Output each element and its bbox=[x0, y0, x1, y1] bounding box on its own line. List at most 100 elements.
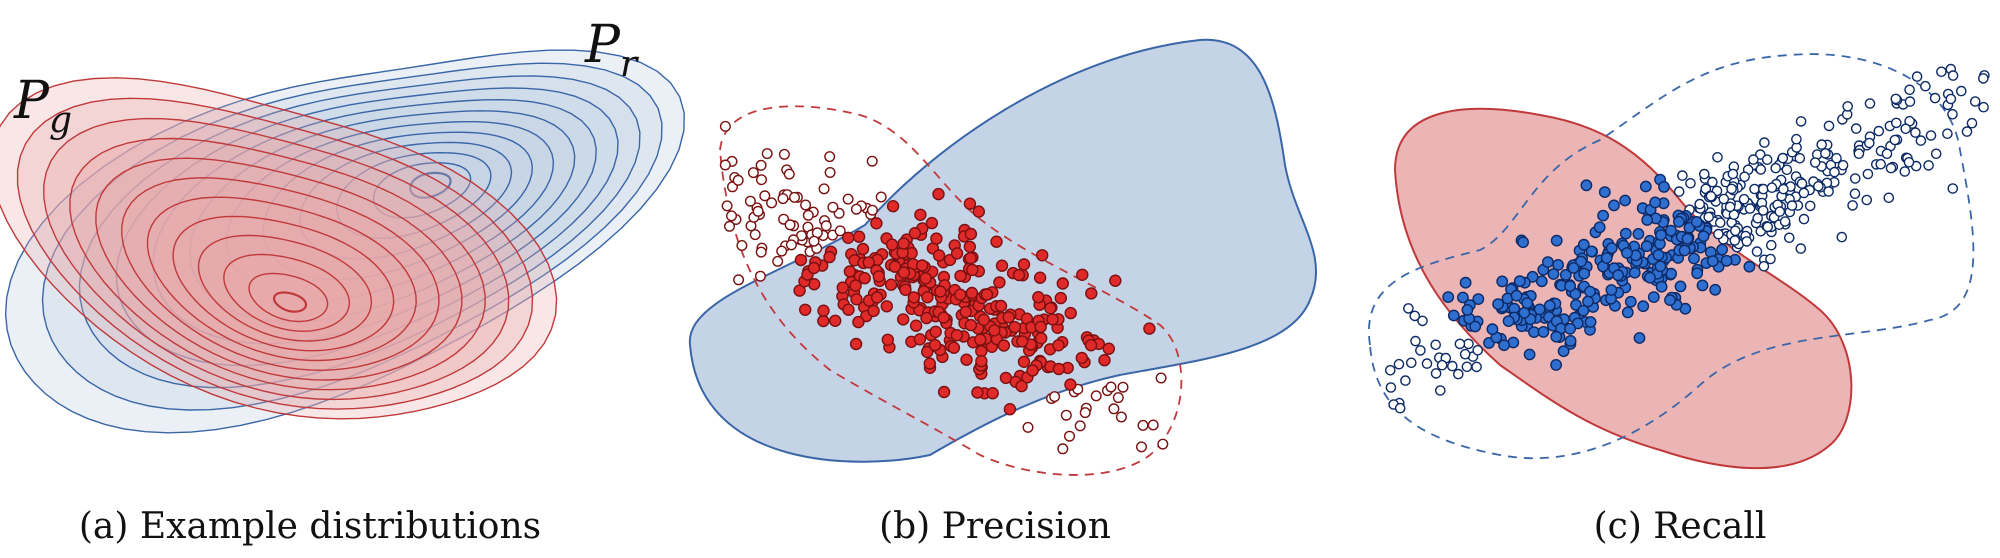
sample-point bbox=[1738, 193, 1750, 205]
sample-point bbox=[1804, 200, 1816, 212]
sample-point bbox=[834, 225, 846, 237]
sample-point bbox=[783, 168, 795, 180]
sample-point bbox=[1008, 320, 1021, 334]
contour-line bbox=[95, 157, 463, 381]
sample-point bbox=[1085, 287, 1098, 300]
sample-point bbox=[1496, 275, 1509, 288]
sample-point bbox=[1052, 362, 1066, 376]
sample-point bbox=[993, 276, 1006, 289]
sample-point bbox=[959, 305, 972, 319]
sample-point bbox=[919, 272, 932, 285]
sample-point bbox=[1823, 186, 1834, 197]
sample-point bbox=[867, 304, 880, 318]
sample-point bbox=[1621, 306, 1634, 319]
sample-point bbox=[1385, 364, 1396, 376]
sample-point bbox=[1726, 183, 1737, 195]
sample-point bbox=[1435, 385, 1446, 396]
sample-point bbox=[1929, 92, 1941, 104]
sample-point bbox=[1619, 227, 1632, 240]
sample-point bbox=[1743, 260, 1756, 273]
sample-point bbox=[1889, 134, 1901, 146]
sample-point bbox=[1758, 260, 1770, 272]
sample-point bbox=[755, 159, 767, 171]
sample-point bbox=[1054, 291, 1068, 305]
sample-point bbox=[724, 220, 736, 232]
sample-point bbox=[909, 319, 923, 332]
sample-point bbox=[1521, 297, 1534, 309]
sample-point bbox=[1674, 280, 1687, 293]
sample-point bbox=[1658, 180, 1670, 193]
sample-point bbox=[1447, 309, 1460, 322]
sample-point bbox=[1492, 298, 1505, 310]
sample-point bbox=[1757, 205, 1769, 216]
sample-point bbox=[852, 230, 866, 243]
sample-point bbox=[1513, 275, 1526, 288]
sample-point bbox=[1688, 252, 1700, 265]
sample-point bbox=[1385, 382, 1397, 393]
generated-samples-outside bbox=[719, 120, 1169, 455]
sample-point bbox=[1923, 160, 1934, 171]
sample-point bbox=[1978, 73, 1989, 84]
sample-point bbox=[920, 311, 933, 325]
sample-point bbox=[1454, 338, 1466, 350]
sample-point bbox=[1910, 127, 1921, 138]
real-distribution-label: Pr bbox=[584, 15, 639, 85]
sample-point bbox=[1779, 216, 1791, 227]
sample-point bbox=[1885, 162, 1897, 174]
sample-point bbox=[1798, 213, 1810, 225]
sample-point bbox=[849, 279, 862, 292]
sample-point bbox=[1580, 179, 1593, 192]
sample-point bbox=[884, 278, 898, 291]
sample-point bbox=[1564, 334, 1577, 347]
sample-point bbox=[997, 339, 1011, 352]
sample-point bbox=[836, 281, 849, 294]
sample-point bbox=[1632, 227, 1645, 240]
sample-point bbox=[1585, 245, 1598, 258]
sample-point bbox=[1759, 137, 1770, 148]
sample-point bbox=[1699, 168, 1710, 180]
sample-point bbox=[1605, 242, 1618, 255]
sample-point bbox=[1930, 148, 1942, 160]
sample-point bbox=[937, 311, 950, 324]
sample-point bbox=[719, 159, 731, 171]
sample-point bbox=[1472, 344, 1483, 356]
sample-point bbox=[799, 303, 812, 316]
contour-line bbox=[146, 196, 417, 362]
sample-point bbox=[1647, 291, 1660, 303]
sample-point bbox=[1709, 283, 1722, 296]
sample-point bbox=[1861, 194, 1873, 206]
sample-point bbox=[1079, 407, 1091, 419]
sample-point bbox=[1823, 120, 1835, 132]
sample-point bbox=[1644, 271, 1656, 284]
sample-point bbox=[1890, 93, 1902, 105]
sample-point bbox=[914, 208, 927, 222]
sample-point bbox=[1593, 221, 1606, 234]
sample-point bbox=[1707, 176, 1718, 188]
sample-point bbox=[1744, 203, 1756, 214]
sample-point bbox=[916, 259, 929, 272]
sample-point bbox=[1102, 342, 1116, 355]
sample-point bbox=[1410, 335, 1421, 347]
contour-line bbox=[197, 234, 373, 342]
sample-point bbox=[963, 197, 977, 210]
contour-line bbox=[172, 215, 395, 352]
contour-line bbox=[41, 62, 663, 411]
sample-point bbox=[1578, 267, 1591, 280]
sample-point bbox=[772, 255, 784, 267]
sample-point bbox=[1608, 199, 1620, 212]
sample-point bbox=[818, 183, 830, 195]
sample-point bbox=[974, 333, 987, 346]
sample-point bbox=[802, 209, 814, 221]
sample-point bbox=[913, 333, 927, 346]
sample-point bbox=[1715, 217, 1726, 228]
sample-point bbox=[850, 293, 863, 306]
sample-point bbox=[1947, 109, 1958, 120]
sample-point bbox=[1155, 372, 1167, 384]
sample-point bbox=[1108, 403, 1120, 415]
sample-point bbox=[785, 239, 797, 251]
sample-point bbox=[1612, 269, 1625, 282]
sample-point bbox=[928, 338, 942, 352]
sample-point bbox=[1016, 335, 1029, 348]
sample-point bbox=[842, 231, 855, 245]
